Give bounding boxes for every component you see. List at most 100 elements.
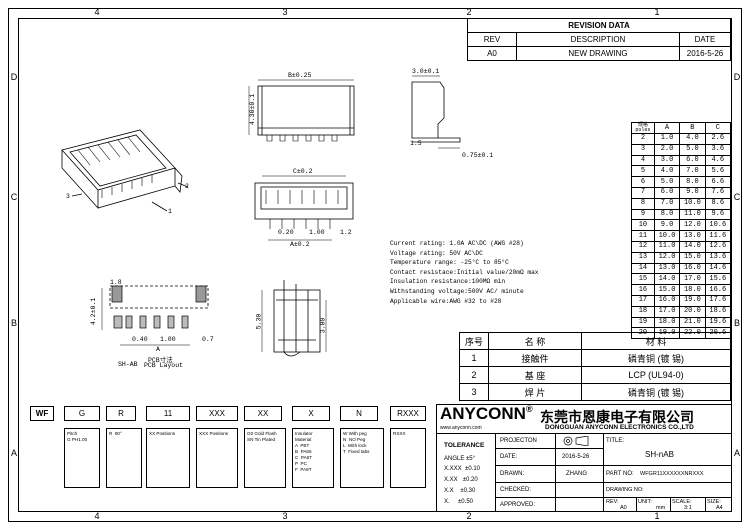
row-div-2: [495, 465, 732, 466]
spec-wire: Applicable wire:AWG #32 to #28: [390, 297, 502, 305]
drawing-frame: [18, 18, 732, 512]
dim-cell: 7.0: [679, 165, 706, 178]
dim-cell: 15.6: [704, 273, 732, 286]
dim-cell: 10.0: [679, 197, 706, 210]
rev-value: A0: [620, 505, 627, 511]
dim-b: B±0.25: [288, 72, 312, 79]
spec-temperature: Temperature range: -25°C to 85°C: [390, 259, 509, 267]
side-view: [411, 75, 461, 149]
projection-symbol-icon: [563, 436, 589, 446]
pn-desc-positions-2: XXX Positions: [196, 428, 238, 488]
dim-cell: 11.0: [679, 208, 706, 221]
dim-cell: 16: [631, 284, 655, 296]
zone-top-2: 2: [466, 7, 472, 17]
zone-bottom-4: 4: [94, 511, 100, 521]
dim-cell: 9.0: [653, 219, 681, 232]
iso-callout-3: 3: [66, 193, 70, 200]
pn-box-angle: R: [106, 406, 136, 421]
revision-date: 2016-5-26: [679, 46, 731, 61]
drawing-no-label: DRAWING NO:: [606, 487, 644, 493]
row-div-1: [495, 448, 603, 449]
pn-desc-angle: R 90°: [106, 428, 142, 488]
divider-v1: [495, 433, 496, 512]
drawn-value: ZHANG: [566, 471, 587, 477]
dim-cell: 18.0: [653, 316, 681, 329]
zone-bottom-2: 2: [466, 511, 472, 521]
dim-cell: 13.6: [704, 251, 732, 264]
dim-cell: 5.0: [653, 176, 681, 188]
tolerance-label: TOLERANCE: [444, 442, 485, 449]
dim-cell: 10: [631, 219, 655, 232]
mat-row-name: 接触件: [488, 349, 582, 367]
rev-label: REV:: [606, 499, 619, 505]
mat-row-material: 磷青铜 (镀 锡): [581, 349, 731, 367]
unit-label: UNIT:: [638, 499, 652, 505]
top-view: [248, 79, 355, 142]
mat-row-name: 焊 片: [488, 383, 582, 401]
tol-x: X.X ±0.30: [444, 488, 476, 494]
dim-cell: 3.6: [704, 143, 732, 156]
mat-row-no: 2: [459, 366, 489, 384]
section-view: [261, 280, 327, 357]
dim-side-top: 3.0±0.1: [412, 68, 440, 75]
company-name-cn: 东莞市恩康电子有限公司: [540, 409, 694, 425]
dim-cell: 5.0: [679, 143, 706, 156]
dim-cell: 6.0: [653, 186, 681, 199]
dim-cell: 15: [631, 273, 655, 286]
mat-row-material: LCP (UL94-0): [581, 366, 731, 384]
spec-contact-resistance: Contact resistace:Initial value/20mΩ max: [390, 268, 539, 276]
dim-cell: 4.0: [653, 165, 681, 178]
section-dim-300: 3.00: [319, 317, 327, 334]
dim-header-c: C: [704, 122, 732, 134]
pn-desc-plating: G0 Gold Flash SN Tin Plated: [244, 428, 286, 488]
dim-cell: 8.6: [704, 197, 732, 210]
spec-insulation: Insulation resistance:100MΩ min: [390, 278, 506, 286]
zone-left-d: D: [10, 72, 18, 82]
pn-box-peg: N: [340, 406, 378, 421]
dim-cell: 14.6: [704, 262, 732, 275]
mat-header-no: 序号: [459, 332, 489, 350]
dim-cell: 2.6: [704, 133, 732, 145]
dim-cell: 14: [631, 262, 655, 275]
dim-cell: 9.6: [704, 208, 732, 221]
approved-label: APPROVED:: [500, 502, 536, 508]
revision-table: REVISION DATA REV DESCRIPTION DATE A0 NE…: [467, 18, 731, 61]
dim-cell: 6.6: [704, 176, 732, 188]
dim-cell: 12.6: [704, 240, 732, 253]
divider-v3: [603, 433, 604, 512]
dim-side-bottom: 0.75±0.1: [462, 152, 494, 159]
row-div-4: [495, 497, 732, 498]
spec-current: Current rating: 1.0A AC\DC (AWG #28): [390, 240, 524, 247]
dim-cell: 12.0: [653, 251, 681, 264]
dim-cell: 7.6: [704, 186, 732, 199]
dim-header-a: A: [653, 122, 681, 134]
iso-callout-2: 2: [185, 183, 189, 190]
zone-left-a: A: [10, 448, 17, 458]
dim-cell: 19.0: [679, 294, 706, 307]
front-view: [254, 175, 354, 241]
size-value: A4: [716, 505, 723, 511]
isometric-view: [61, 129, 189, 212]
date-label: DATE:: [500, 454, 518, 460]
part-no-value: WFGR11XXXXXXNRXXX: [640, 471, 704, 477]
section-dim-530: 5.30: [255, 313, 263, 330]
title-block: [436, 404, 732, 512]
pcb-dim-a: A: [156, 346, 160, 353]
dim-cell: 20.0: [679, 305, 706, 318]
dim-front-020: 0.20: [278, 229, 294, 236]
zone-right-d: D: [733, 72, 741, 82]
dim-cell: 16.0: [653, 294, 681, 307]
dim-front-a: A±0.2: [290, 241, 310, 248]
pn-desc-peg: W With peg N NO Peg L With lock T Fixed …: [340, 428, 384, 488]
tol-xxx: X.XXX ±0.10: [444, 466, 481, 472]
row-div-3: [495, 482, 732, 483]
dim-cell: 13: [631, 251, 655, 264]
